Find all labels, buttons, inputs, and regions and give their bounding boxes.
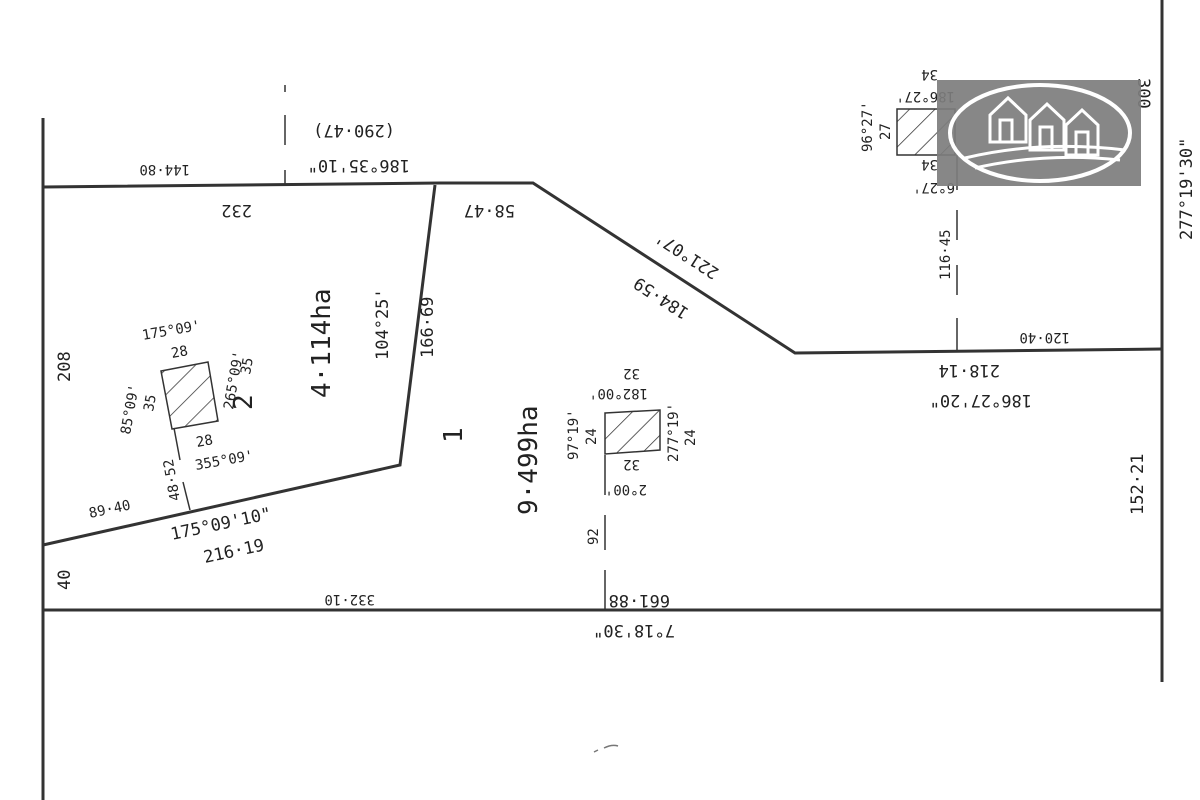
b1-bottom-bearing: 2°00' [605, 481, 647, 497]
b1-right: 24 [683, 429, 699, 446]
b2-top-bearing: 175°09' [141, 318, 202, 344]
offset-116: 116·45 [938, 229, 954, 280]
b1-left: 24 [584, 428, 600, 445]
diag-bearing: 221°07' [652, 227, 723, 283]
bottom-left: 332·10 [324, 591, 375, 607]
houses-icon [988, 95, 1100, 157]
mid-dist2: 218·14 [939, 360, 1000, 380]
bne-left-bearing: 96°27' [860, 101, 876, 152]
b2-offset: 48·52 [161, 458, 184, 502]
offset-lines [173, 85, 958, 610]
mid-dist: 120·40 [1019, 329, 1070, 345]
lot1-top: 58·47 [464, 200, 515, 220]
top-road: (290·47) [313, 120, 395, 140]
waves-icon [964, 144, 1126, 170]
b2-bottom: 28 [195, 432, 214, 451]
lot2-area: 4·114ha [307, 288, 337, 398]
building-lot1 [604, 409, 661, 455]
left-208: 208 [55, 351, 75, 382]
left-40: 40 [55, 570, 75, 590]
stray-mark [593, 744, 619, 753]
b2-right: 35 [238, 356, 257, 375]
lot2-side: 166·69 [418, 297, 438, 358]
lot2-bottom-dist: 216·19 [202, 536, 266, 568]
lot1-area: 9·499ha [514, 405, 544, 515]
b2-left-bearing: 85°09' [118, 383, 143, 436]
top-bearing: 186°35'10" [308, 155, 410, 175]
right-dist: 152·21 [1128, 454, 1148, 515]
b1-top: 32 [623, 365, 640, 381]
right-bearing: 277°19'30" [1177, 138, 1197, 240]
b1-right-bearing: 277°19' [666, 403, 682, 462]
b2-bottom-bearing: 355°09' [194, 448, 255, 474]
bne-top: 34 [921, 66, 938, 82]
top-left-dist: 144·80 [139, 161, 190, 177]
lot2-boundary [42, 184, 437, 547]
lot2-angle: 104°25' [373, 288, 393, 360]
b1-top-bearing: 182°00' [589, 385, 648, 401]
bne-left: 27 [878, 123, 894, 140]
lot1-number: 1 [439, 427, 469, 443]
bottom-right: 661·88 [609, 590, 670, 610]
offset-92: 92 [586, 528, 602, 545]
bne-bottom: 34 [921, 156, 938, 172]
top-boundary [42, 181, 1163, 355]
lot2-top: 232 [221, 200, 252, 220]
building-lot2 [160, 361, 219, 430]
b1-bottom: 32 [623, 456, 640, 472]
mid-bearing: 186°27'20" [930, 390, 1032, 410]
bottom-bearing: 7°18'30" [593, 620, 675, 640]
b2-left: 35 [141, 393, 160, 412]
watermark-logo [937, 80, 1141, 186]
lot2-number: 2 [229, 394, 259, 410]
b2-top: 28 [170, 343, 189, 362]
lot2-offset: 89·40 [88, 497, 133, 521]
b1-left-bearing: 97°19' [566, 409, 582, 460]
